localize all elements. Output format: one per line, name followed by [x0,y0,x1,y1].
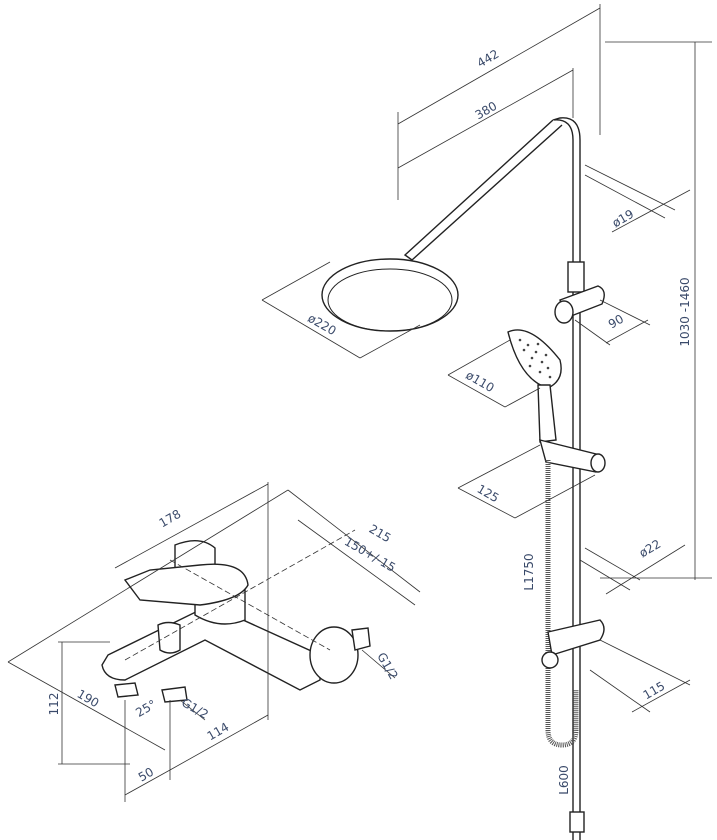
wall-flange [309,626,359,684]
dim-holder-90: 90 [606,312,626,332]
diverter-knob [157,621,181,654]
overhead-arm [403,119,563,261]
dim-bracket-115: 115 [641,679,668,703]
dim-angle-25: 25° [133,697,158,720]
dim-50: 50 [136,765,156,785]
hose [545,460,579,748]
dim-hose-600: L600 [557,765,571,795]
shower-column [321,117,606,840]
dim-hose-1750: L1750 [522,553,536,590]
dim-178: 178 [157,507,184,531]
dim-g12-outlet: G1/2 [374,650,400,682]
dim-150: 150+/-15 [342,534,398,574]
dim-114: 114 [205,720,232,744]
dim-hand-110: ø110 [463,368,496,395]
bottom-thread [161,686,188,703]
dim-112: 112 [47,693,61,716]
dim-215: 215 [367,522,394,546]
spout-outlet [114,682,139,698]
dim-height-range: 1030 -1460 [678,277,692,346]
bath-mixer [101,529,371,703]
hand-shower-handle [537,384,557,443]
dim-pipe-19: ø19 [610,207,637,230]
holder-sleeve [567,261,585,293]
hose-connector [569,811,585,833]
spray-nozzles [518,338,552,379]
dim-pipe-22: ø22 [637,537,664,560]
dim-slider-125: 125 [475,482,502,506]
hand-shower-head [507,329,562,389]
lever-handle [123,563,249,606]
outlet-thread [351,627,371,651]
riser-pipe [552,117,581,840]
dim-g12-bottom: G1/2 [179,695,211,721]
